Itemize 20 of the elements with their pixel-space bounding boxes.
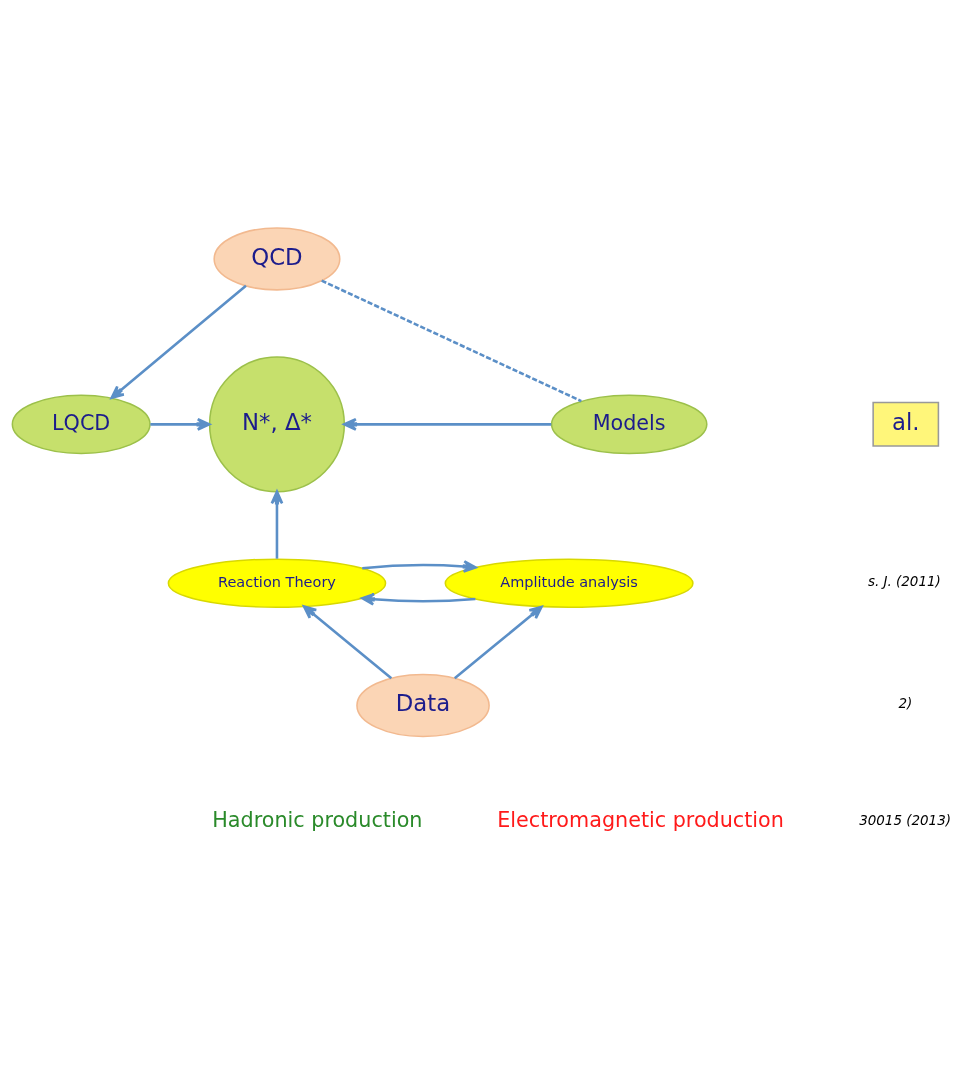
- node-ellipse: Data: [356, 673, 490, 737]
- arrow: [302, 604, 393, 679]
- label: Hadronic production: [212, 807, 423, 832]
- label: 2): [898, 695, 913, 711]
- node-ellipse: QCD: [213, 226, 341, 291]
- arrow: [343, 417, 552, 431]
- connector: [321, 279, 582, 402]
- node-ellipse: Models: [550, 394, 708, 454]
- node-circle: N*, Δ*: [208, 355, 346, 492]
- arrow: [362, 559, 477, 573]
- node-box: al.: [872, 401, 940, 447]
- label: s. J. (2011): [867, 573, 941, 589]
- arrow: [453, 605, 543, 679]
- arrow: [270, 489, 284, 559]
- arrow: [360, 592, 476, 606]
- label: 30015 (2013): [859, 812, 951, 828]
- label: Electromagnetic production: [497, 807, 784, 832]
- arrow: [150, 417, 211, 431]
- node-ellipse: LQCD: [11, 394, 151, 454]
- arrow: [110, 284, 247, 399]
